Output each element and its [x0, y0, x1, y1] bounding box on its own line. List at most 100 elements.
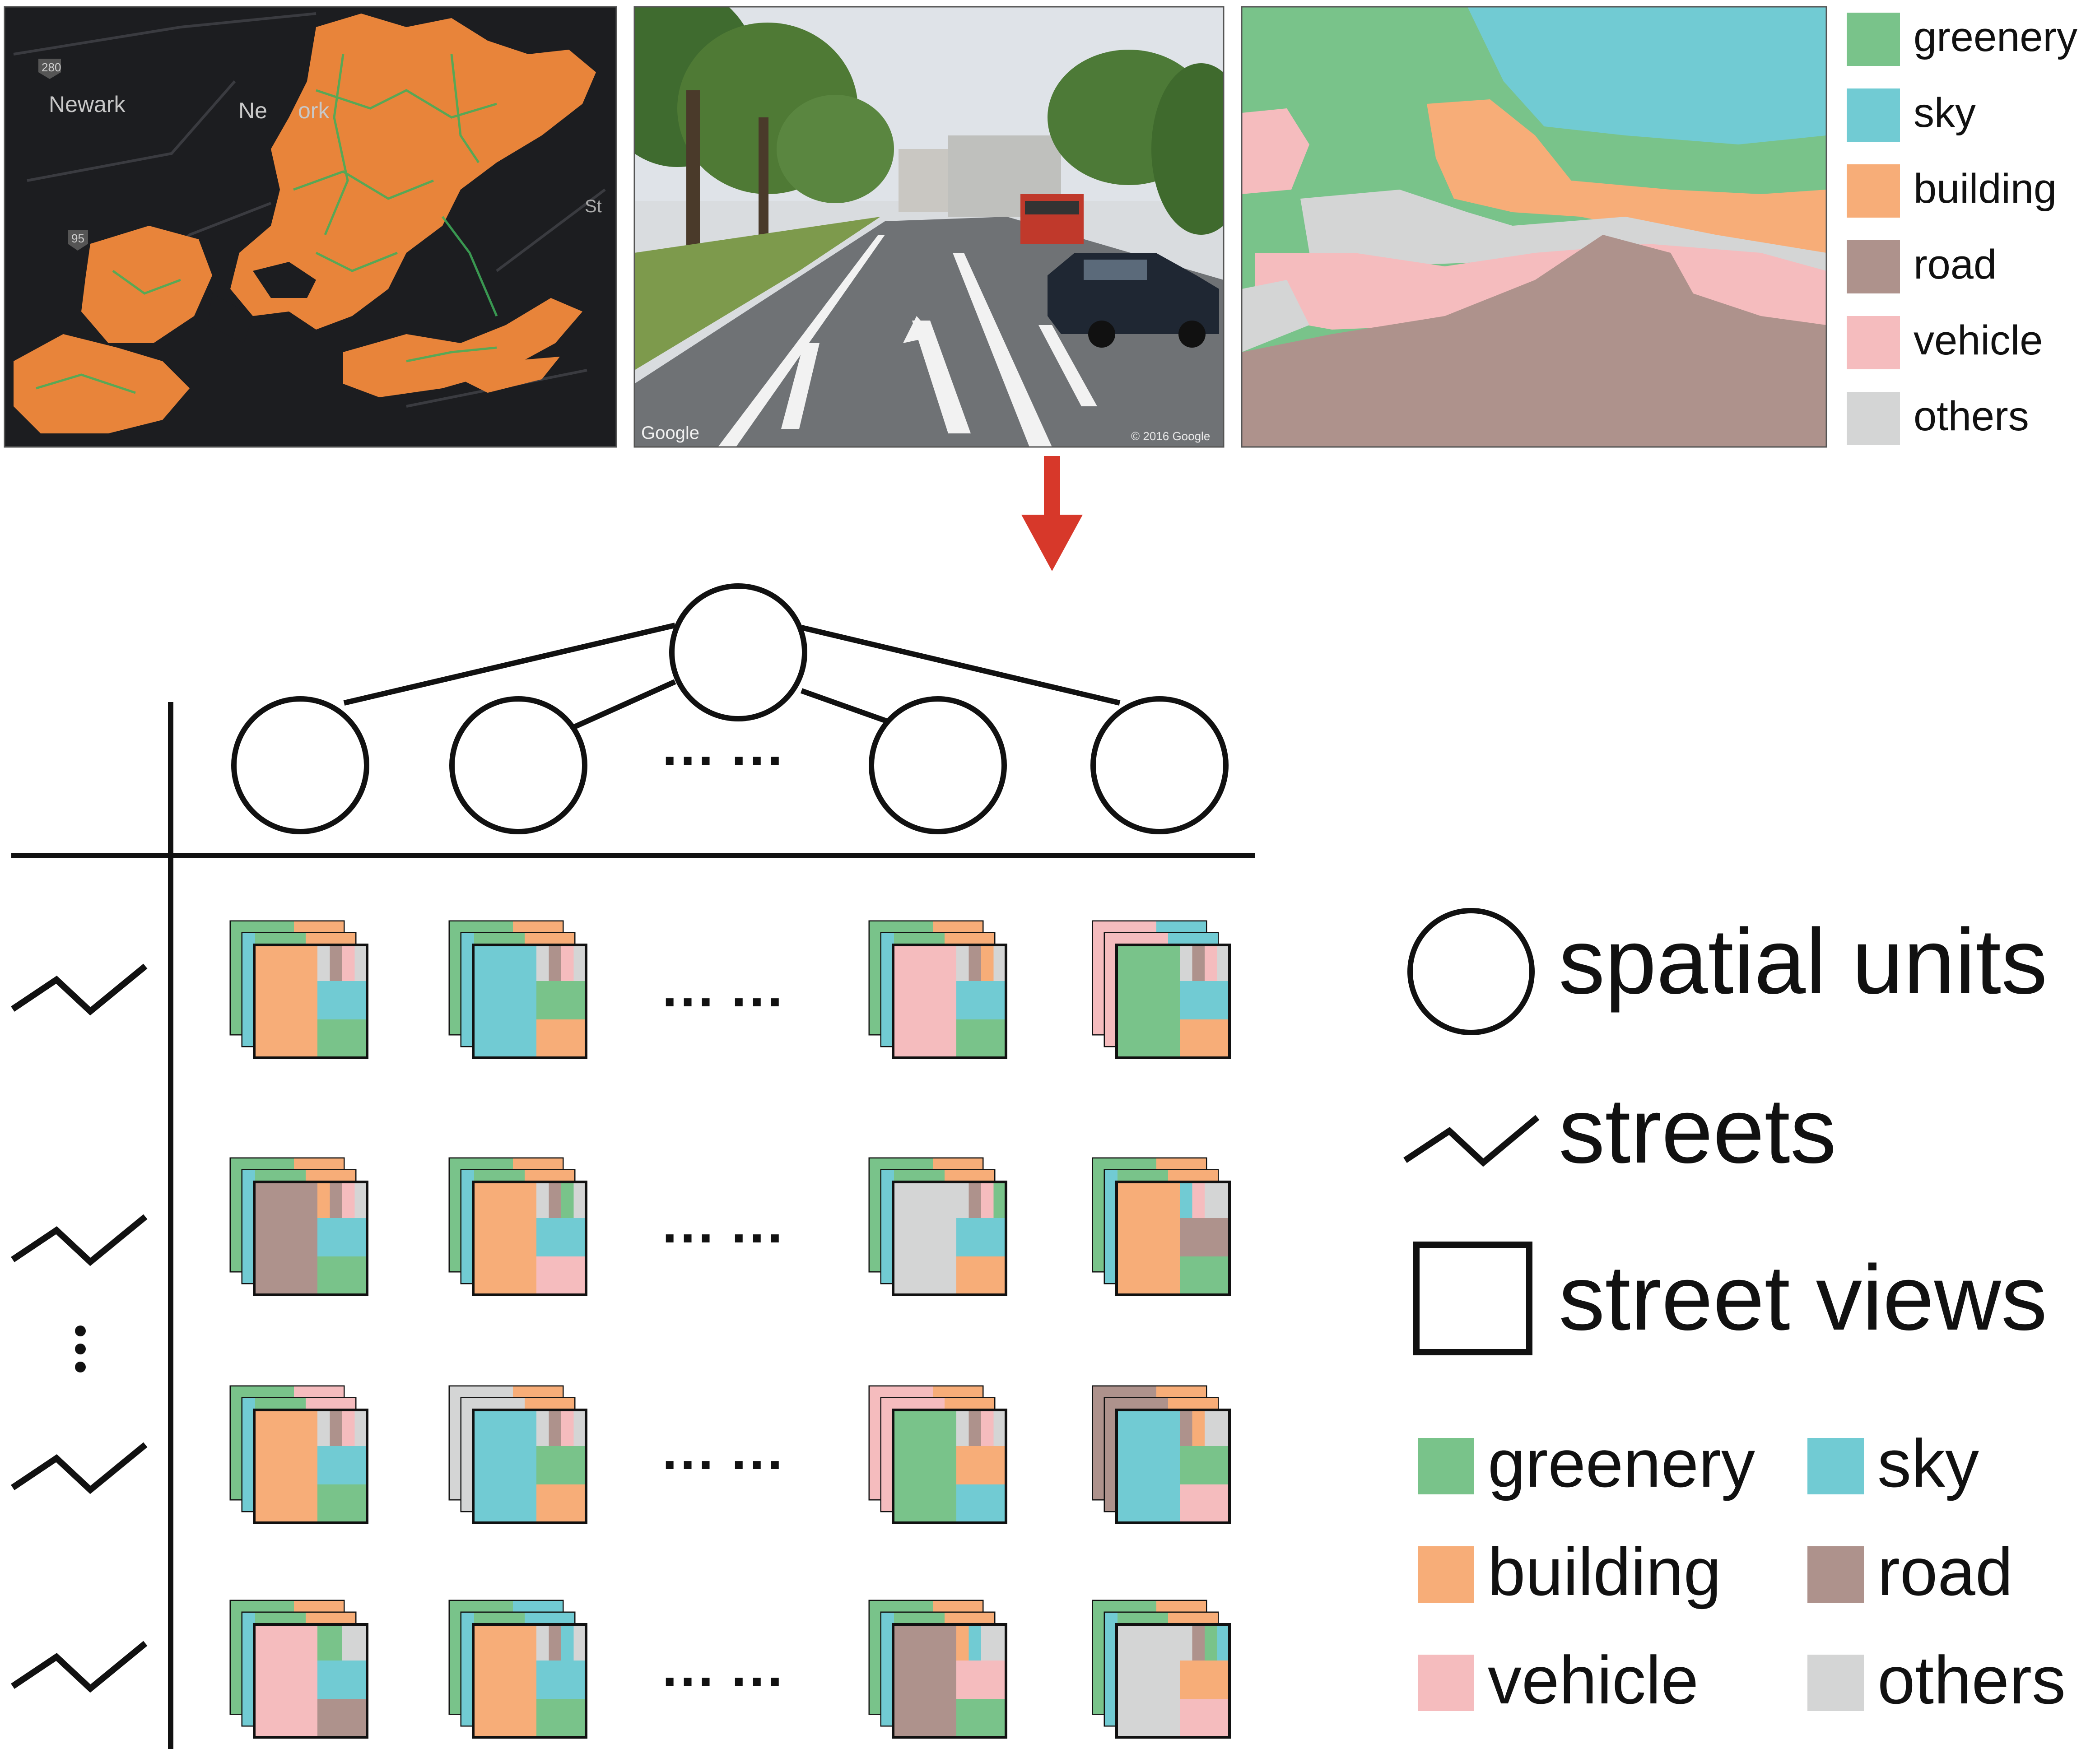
street-view-strip-segment: [330, 1410, 343, 1446]
street-view-strip-segment: [981, 945, 994, 981]
street-view-main-segment: [254, 1624, 317, 1737]
street-view-main-segment: [893, 1182, 956, 1295]
street-view-main-segment: [473, 945, 536, 1058]
street-view-mid-segment: [317, 1446, 367, 1484]
street-view-strip-segment: [981, 1410, 994, 1446]
street-view-strip-segment: [549, 1624, 562, 1661]
street-view-back-edge: [450, 1386, 462, 1499]
street-view-main-segment: [1117, 945, 1180, 1058]
street-view-strip-segment: [536, 1410, 549, 1446]
street-view-strip-segment: [354, 1182, 368, 1218]
street-view-strip-segment: [561, 1410, 574, 1446]
street-view-stack: [448, 1600, 587, 1739]
legend-label-greenery: greenery: [1914, 14, 2077, 60]
street-view-strip-segment: [1217, 1410, 1230, 1446]
street-view-strip-segment: [956, 1182, 969, 1218]
street-view-main-segment: [1117, 1410, 1180, 1523]
street-view-main-segment: [1117, 1624, 1180, 1737]
street-view-main-segment: [893, 1410, 956, 1523]
street-view-strip-segment: [981, 1182, 994, 1218]
street-view-main-segment: [473, 1410, 536, 1523]
street-view-strip-segment: [536, 1624, 549, 1661]
street-view-strip-segment: [317, 1410, 330, 1446]
street-view-strip-segment: [536, 1182, 549, 1218]
street-view-strip-segment: [330, 945, 343, 981]
legend-street-views: street views: [1559, 1246, 2047, 1349]
street-view-strip-segment: [573, 1182, 587, 1218]
street-view-strip-segment: [1192, 1182, 1205, 1218]
legend-label-vehicle: vehicle: [1488, 1642, 1699, 1718]
street-view-legend-icon: [1413, 1242, 1532, 1355]
street-view-strip-segment: [1192, 945, 1205, 981]
spatial-unit-node: [449, 696, 587, 834]
street-view-strip-segment: [573, 1624, 587, 1661]
street-view-strip-segment: [317, 1624, 330, 1661]
legend-label-greenery: greenery: [1488, 1425, 1755, 1501]
legend-swatch-greenery: [1418, 1438, 1474, 1494]
legend-swatch-others: [1807, 1655, 1864, 1711]
street-view-strip-segment: [969, 1182, 982, 1218]
street-view-stacks: [229, 920, 1231, 1739]
row-ellipsis: ··· ···: [662, 972, 785, 1032]
legend-label-others: others: [1914, 393, 2029, 439]
street-view-mid-segment: [536, 1661, 586, 1699]
street-view-strip-segment: [354, 945, 368, 981]
tree-edge: [801, 625, 1121, 706]
legend-label-building: building: [1488, 1534, 1721, 1609]
row-ellipses: ··· ··· ··· ··· ··· ··· ··· ···: [662, 972, 785, 1712]
row-ellipsis: ··· ···: [662, 1651, 785, 1712]
diagram-legend: spatial units streets street views: [1403, 908, 2048, 1355]
street-view-stack: [229, 1157, 368, 1296]
street-view-strip-segment: [354, 1624, 368, 1661]
street-view-strip-segment: [993, 1182, 1006, 1218]
street-view-back-strip: [1156, 1601, 1206, 1614]
street-view-frame: [1115, 1181, 1231, 1296]
street-icon: [11, 1214, 148, 1266]
street-view-back-edge: [450, 1158, 462, 1271]
street-view-frame: [1115, 944, 1231, 1059]
street-view-strip-segment: [956, 945, 969, 981]
street-view-frame: [892, 1409, 1007, 1524]
street-view-frame: [253, 1623, 368, 1739]
legend-label-vehicle: vehicle: [1914, 317, 2043, 363]
legend-label-building: building: [1914, 166, 2057, 212]
street-view-stack: [868, 1385, 1007, 1524]
city-map-panel: Newark Ne ork St 280 95: [4, 6, 617, 448]
legend-label-sky: sky: [1914, 90, 1976, 136]
root-spatial-unit-node: [669, 583, 807, 721]
street-view-back-edge: [1093, 1601, 1106, 1714]
street-view-back-strip: [933, 1158, 982, 1171]
street-view-bottom-segment: [536, 1484, 586, 1523]
street-view-back-strip: [513, 1158, 563, 1171]
street-view-back-edge: [231, 1386, 243, 1499]
legend-swatch-sky: [1807, 1438, 1864, 1494]
street-view-bottom-segment: [317, 1699, 367, 1737]
street-view-stack: [868, 920, 1007, 1059]
street-view-frame: [472, 1409, 587, 1524]
street-view-stack: [448, 920, 587, 1059]
street-view-strip-segment: [342, 945, 355, 981]
street-view-frame: [472, 1623, 587, 1739]
green-network: [36, 54, 498, 394]
street-view-photo: Google © 2016 Google: [633, 6, 1225, 448]
spatial-unit-node: [1090, 696, 1229, 834]
street-view-strip-segment: [342, 1182, 355, 1218]
street-view-strip-segment: [330, 1182, 343, 1218]
street-view-bottom-segment: [317, 1019, 367, 1058]
street-view-back-edge: [231, 1158, 243, 1271]
street-view-strip-segment: [1205, 1624, 1217, 1661]
road-marker-95: 95: [71, 232, 84, 245]
street-view-back-edge: [450, 921, 462, 1034]
legend-spatial-units: spatial units: [1559, 910, 2048, 1013]
street-view-strip-segment: [561, 1624, 574, 1661]
street-view-strip-segment: [956, 1624, 969, 1661]
street-view-back-strip: [1156, 921, 1206, 934]
street-view-strip-segment: [1180, 1410, 1192, 1446]
street-view-frame: [253, 1181, 368, 1296]
street-view-bottom-segment: [956, 1484, 1006, 1523]
street-view-strip-segment: [969, 1410, 982, 1446]
street-view-mid-segment: [536, 1446, 586, 1484]
map-label-newark: Newark: [49, 92, 126, 117]
street-view-strip-segment: [1217, 1624, 1230, 1661]
